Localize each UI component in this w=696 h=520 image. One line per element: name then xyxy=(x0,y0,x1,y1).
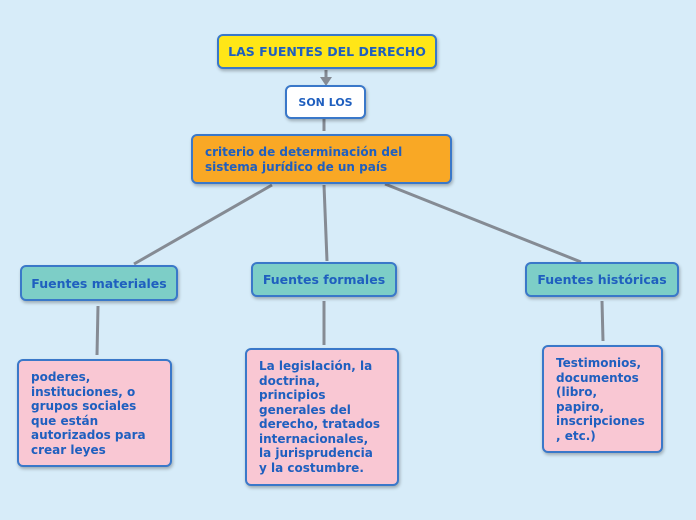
connector-criterio-materiales xyxy=(133,183,273,266)
connector-materiales-detail xyxy=(95,305,100,356)
arrow-down-icon xyxy=(320,77,332,86)
son-los-node[interactable]: SON LOS xyxy=(285,85,366,119)
connector-criterio-formales xyxy=(322,184,329,262)
connector-historicas-detail xyxy=(600,300,605,342)
detail-fuentes-historicas[interactable]: Testimonios, documentos (libro, papiro, … xyxy=(542,345,663,453)
detail-fuentes-materiales[interactable]: poderes, instituciones, o grupos sociale… xyxy=(17,359,172,467)
central-node[interactable]: criterio de determinación del sistema ju… xyxy=(191,134,452,184)
category-fuentes-materiales[interactable]: Fuentes materiales xyxy=(20,265,178,301)
category-fuentes-formales[interactable]: Fuentes formales xyxy=(251,262,397,297)
title-node[interactable]: LAS FUENTES DEL DERECHO xyxy=(217,34,437,69)
detail-fuentes-formales[interactable]: La legislación, la doctrina, principios … xyxy=(245,348,399,486)
connector-criterio-historicas xyxy=(384,182,582,264)
category-fuentes-historicas[interactable]: Fuentes históricas xyxy=(525,262,679,297)
